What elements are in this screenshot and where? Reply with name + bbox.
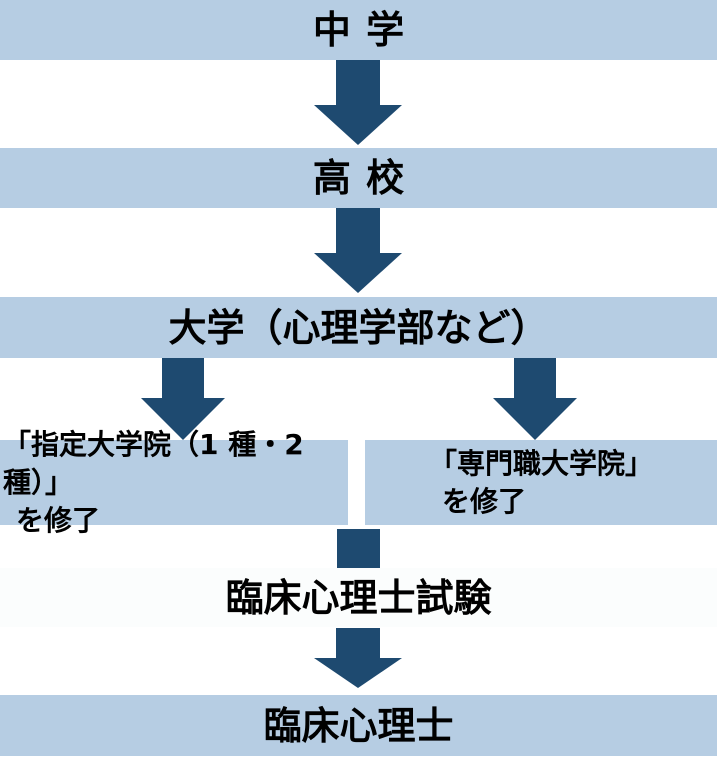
merge-connector-square-icon [337, 529, 380, 568]
node-professional-graduate-school-text: 「専門職大学院」 を修了 [429, 445, 653, 521]
arrow-head [141, 398, 225, 440]
node-junior-high-school-label: 中学 [312, 8, 420, 52]
down-arrow-junior-to-high-icon [314, 60, 402, 145]
professional-grad-line2: を修了 [441, 484, 526, 518]
node-high-school: 高校 [0, 148, 717, 208]
arrow-head [314, 105, 402, 145]
down-arrow-university-to-professional-grad-icon [493, 358, 577, 440]
down-arrow-university-to-designated-grad-icon [141, 358, 225, 440]
node-professional-graduate-school: 「専門職大学院」 を修了 [365, 440, 717, 525]
professional-grad-line1: 「専門職大学院」 [428, 446, 653, 480]
node-university: 大学（心理学部など） [0, 297, 717, 358]
arrow-shaft [514, 358, 556, 398]
arrow-head [314, 253, 402, 293]
node-clinical-psychologist-exam: 臨床心理士試験 [0, 568, 717, 627]
node-high-school-label: 高校 [312, 156, 420, 200]
designated-grad-line2: を修了 [16, 503, 101, 537]
arrow-shaft [336, 628, 380, 658]
node-clinical-psychologist-label: 臨床心理士 [263, 703, 454, 748]
node-designated-graduate-school: 「指定大学院（1 種・2 種）」 を修了 [0, 428, 348, 537]
down-arrow-high-to-university-icon [314, 208, 402, 293]
arrow-shaft [336, 208, 380, 253]
arrow-head [493, 398, 577, 440]
designated-grad-line1: 「指定大学院（1 種・2 種）」 [3, 427, 304, 499]
arrow-shaft [336, 60, 380, 105]
down-arrow-exam-to-license-icon [314, 628, 402, 688]
node-junior-high-school: 中学 [0, 0, 717, 60]
node-designated-graduate-school-text: 「指定大学院（1 種・2 種）」 を修了 [3, 426, 348, 540]
node-clinical-psychologist: 臨床心理士 [0, 695, 717, 756]
arrow-shaft [162, 358, 204, 398]
node-clinical-psychologist-exam-label: 臨床心理士試験 [225, 575, 492, 620]
arrow-head [314, 658, 402, 688]
node-university-label: 大学（心理学部など） [168, 305, 549, 350]
